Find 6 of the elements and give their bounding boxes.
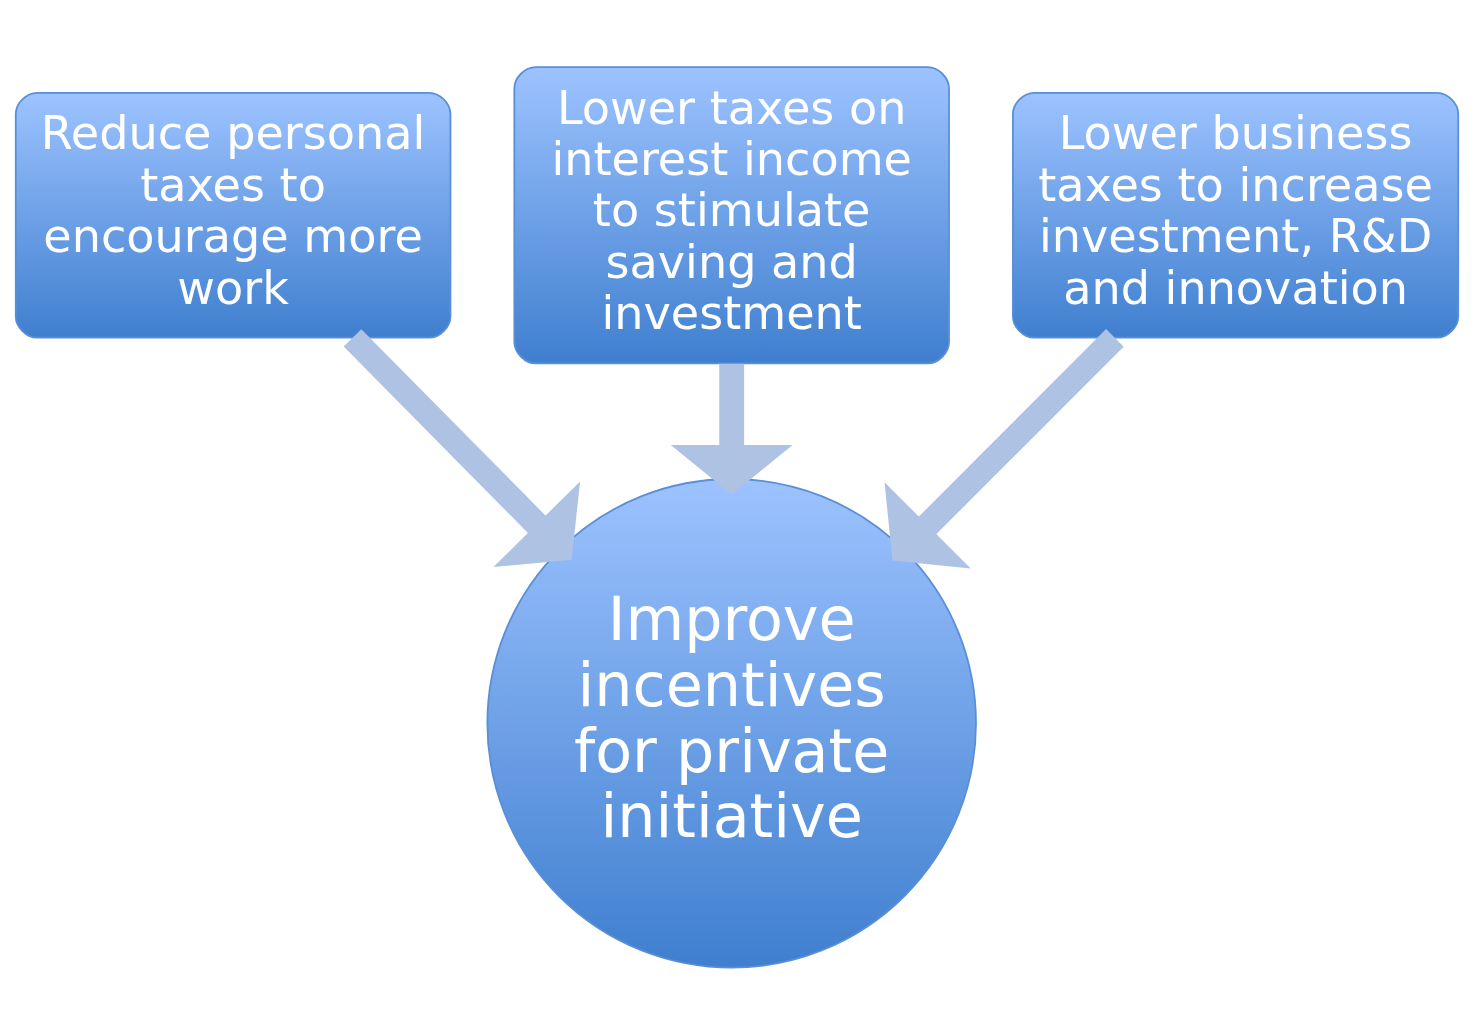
node-box: Lower taxes on interest income to stimulate saving and investment	[513, 65, 950, 364]
arrow	[884, 328, 1124, 568]
node-box: Reduce personal taxes to encourage more work	[14, 91, 452, 339]
node-box: Lower business taxes to increase investment, R&D and innovation	[1012, 91, 1460, 339]
arrow	[670, 363, 793, 495]
arrow	[343, 328, 581, 567]
